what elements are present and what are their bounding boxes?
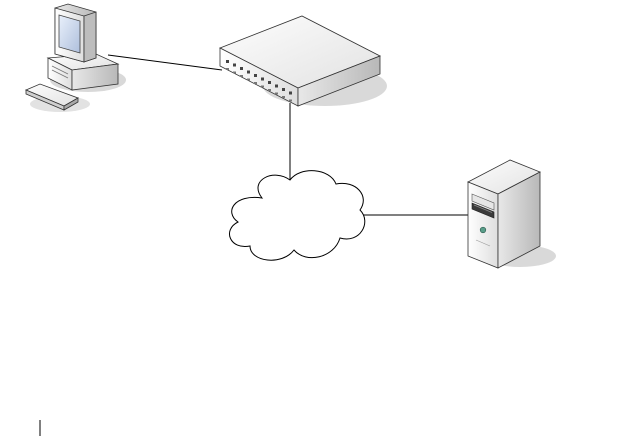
link-workstation-switch [108,55,222,70]
server-icon [468,160,556,268]
network-switch-icon [220,16,387,106]
desktop-computer-icon [26,4,126,112]
cloud-icon [229,171,364,261]
